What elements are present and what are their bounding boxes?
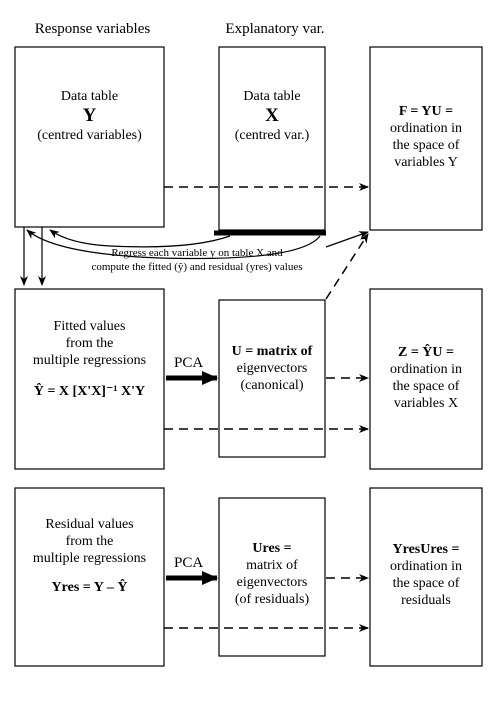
ures-matrix-text: Ures = matrix of eigenvectors (of residu… [219, 540, 325, 608]
fitted-values-line3: multiple regressions [32, 353, 147, 368]
residual-values-text: Residual values from the multiple regres… [15, 516, 164, 596]
fitted-values-text: Fitted values from the multiple regressi… [15, 318, 164, 400]
data-table-y-box [14, 46, 165, 228]
u-matrix-text: U = matrix of eigenvectors (canonical) [219, 343, 325, 394]
ures-matrix-box [218, 497, 326, 657]
ordination-residuals-line3: the space of [392, 576, 460, 591]
dashed-arrow-u-up-to-f [325, 233, 369, 300]
regress-note-line1: Regress each variable y on table X and [111, 247, 283, 259]
data-table-x-box [218, 46, 326, 231]
data-table-x-line3: (centred var.) [234, 128, 310, 143]
ordination-z-line3: the space of [392, 379, 460, 394]
residual-values-line1: Residual values [45, 517, 134, 532]
data-table-y-symbol: Y [82, 105, 97, 126]
ures-matrix-line2: matrix of [246, 558, 298, 573]
ordination-z-line1: Z = ŶU = [397, 345, 454, 360]
ordination-f-box [369, 46, 483, 231]
ures-matrix-line1: Ures = [252, 541, 292, 556]
u-matrix-box [218, 299, 326, 458]
ordination-f-line2: ordination in [390, 121, 462, 136]
fitted-values-formula: Ŷ = X [X'X]⁻¹ X'Y [33, 384, 146, 399]
data-table-x-text: Data table X (centred var.) [219, 88, 325, 144]
ordination-f-text: F = YU = ordination in the space of vari… [370, 103, 482, 171]
data-table-y-text: Data table Y (centred variables) [15, 88, 164, 144]
ordination-f-line4: variables Y [394, 155, 458, 170]
ordination-f-line3: the space of [392, 138, 460, 153]
ordination-residuals-box [369, 487, 483, 667]
ordination-z-box [369, 288, 483, 470]
ures-matrix-line3: eigenvectors [236, 575, 308, 590]
u-matrix-line2: eigenvectors [236, 361, 308, 376]
ordination-residuals-line2: ordination in [390, 559, 462, 574]
response-variables-header: Response variables [34, 21, 151, 37]
ures-matrix-line4: (of residuals) [234, 592, 310, 607]
u-matrix-line1: U = matrix of [231, 344, 313, 359]
data-table-y-line3: (centred variables) [37, 128, 142, 143]
data-table-x-symbol: X [265, 105, 279, 126]
ordination-z-text: Z = ŶU = ordination in the space of vari… [370, 344, 482, 412]
arrow-u-to-f [325, 231, 369, 248]
ordination-residuals-text: YresUres = ordination in the space of re… [370, 541, 482, 609]
explanatory-variables-header: Explanatory var. [225, 21, 325, 37]
pca-label-1: PCA [174, 355, 204, 371]
fitted-values-line2: from the [65, 336, 114, 351]
data-table-x-line1: Data table [243, 89, 301, 104]
ordination-residuals-line4: residuals [401, 593, 451, 608]
residual-values-line3: multiple regressions [32, 551, 147, 566]
ordination-residuals-line1: YresUres = [392, 542, 460, 557]
fitted-values-line1: Fitted values [53, 319, 126, 334]
regression-curve-arrow-inner [49, 229, 231, 248]
regress-note: Regress each variable y on table X and c… [62, 246, 332, 274]
regress-note-line2: compute the fitted (ŷ) and residual (yre… [91, 261, 303, 273]
ordination-z-line2: ordination in [390, 362, 462, 377]
fitted-values-box [14, 288, 165, 470]
u-matrix-line3: (canonical) [240, 378, 304, 393]
residual-values-formula: Yres = Y – Ŷ [51, 580, 128, 595]
regression-curve-arrow-outer [26, 229, 321, 260]
pca-label-2: PCA [174, 555, 204, 571]
residual-values-line2: from the [65, 534, 114, 549]
ordination-z-line4: variables X [393, 396, 459, 411]
ordination-f-line1: F = YU = [398, 104, 454, 119]
residual-values-box [14, 487, 165, 667]
data-table-y-line1: Data table [60, 89, 119, 104]
